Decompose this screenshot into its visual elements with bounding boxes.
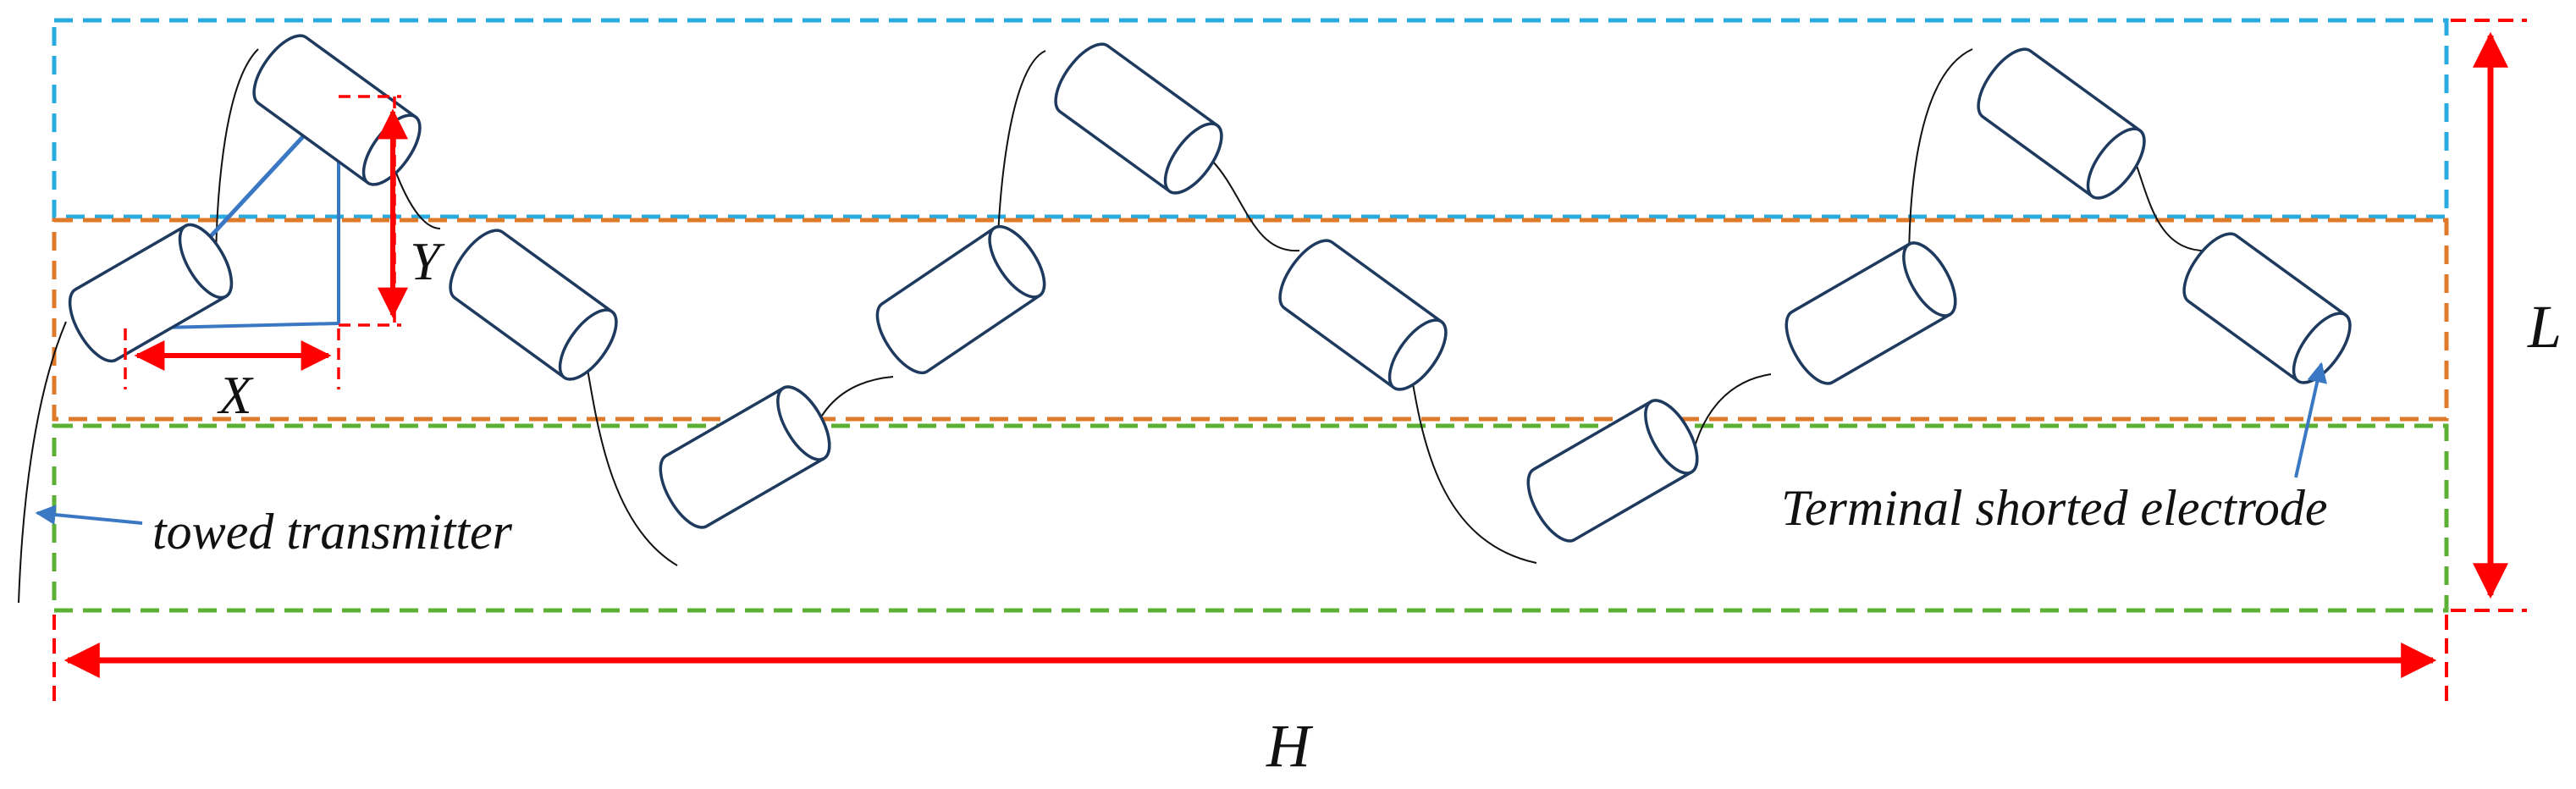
electrode-cylinder-9 (1784, 241, 1957, 385)
electrode-cylinder-3 (449, 229, 618, 381)
towed-transmitter-label: towed transmitter (152, 504, 513, 560)
electrode-cylinder-4 (659, 385, 831, 529)
towed-cable (18, 321, 67, 604)
electrode-cylinder-7 (1278, 239, 1448, 391)
wire-6-7 (1211, 160, 1300, 252)
terminal-electrode-label: Terminal shorted electrode (1781, 480, 2328, 536)
x-dimension (124, 328, 340, 389)
y-label: Y (410, 231, 445, 291)
electrodes (68, 34, 2352, 543)
terminal-electrode-arrow (2294, 361, 2327, 478)
electrode-cylinder-6 (1054, 42, 1223, 195)
electrode-cylinder-10 (1977, 47, 2146, 200)
y-dimension (339, 95, 408, 327)
electrode-cylinder-5 (875, 224, 1046, 375)
wire-7-8 (1409, 363, 1537, 564)
l-label: L (2527, 293, 2562, 361)
wire-1-2 (215, 48, 259, 273)
electrode-cylinder-1 (68, 223, 234, 363)
towed-transmitter-arrow (35, 505, 143, 526)
x-label: X (216, 365, 254, 425)
bottom-band-boundary (52, 423, 2449, 613)
wires (18, 48, 2212, 604)
wire-10-11 (2134, 160, 2212, 252)
top-band-boundary (52, 18, 2449, 219)
wire-9-10 (1908, 48, 1973, 268)
h-dimension (52, 615, 2448, 709)
l-dimension (2451, 19, 2527, 612)
wire-3-4 (583, 348, 678, 566)
h-label: H (1266, 712, 1314, 780)
electrode-cylinder-8 (1526, 399, 1699, 543)
